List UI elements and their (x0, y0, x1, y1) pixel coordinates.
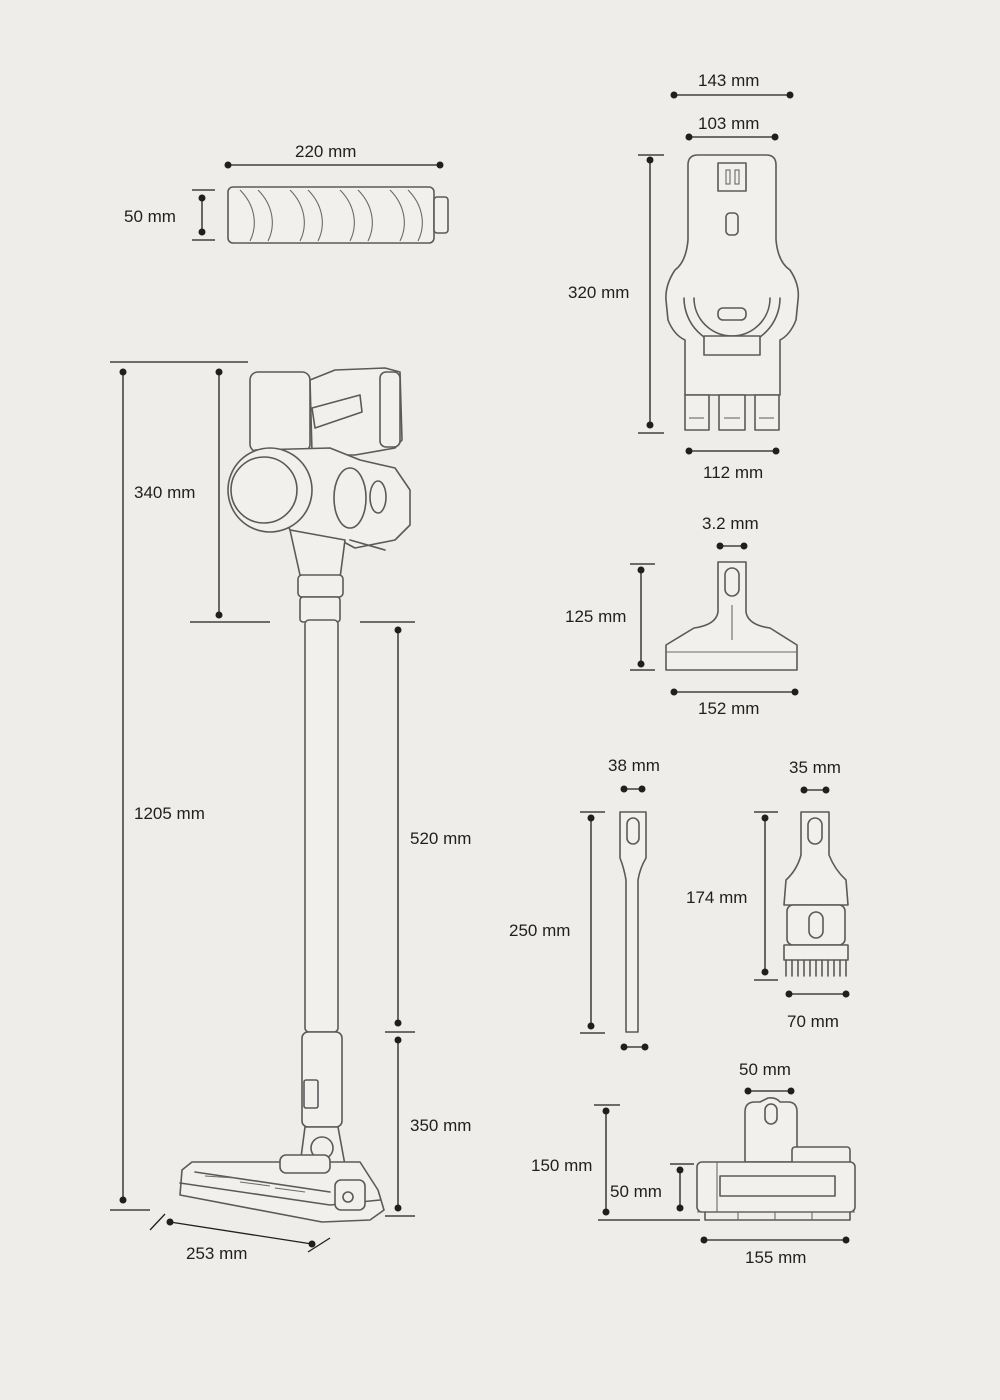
mini-head-height-label: 150 mm (531, 1156, 592, 1175)
wide-tool-width-label: 152 mm (698, 699, 759, 718)
vacuum-tube-length-dimension: 520 mm (360, 621, 471, 1033)
vacuum-lower-length-dimension: 350 mm (385, 1036, 471, 1217)
vacuum-total-height-label: 1205 mm (134, 804, 205, 823)
mount-inner-width-dimension: 103 mm (685, 114, 779, 141)
vacuum-head-width-label: 253 mm (186, 1244, 247, 1263)
wide-tool-slot-dimension: 3.2 mm (702, 514, 759, 550)
mini-head-top-dimension: 50 mm (739, 1060, 795, 1095)
stick-vacuum-drawing (179, 367, 411, 1223)
mount-outer-width-label: 143 mm (698, 71, 759, 90)
mount-base-width-label: 112 mm (703, 463, 763, 482)
roller-brush-drawing (227, 186, 449, 244)
dusting-brush-drawing (783, 811, 849, 977)
roller-diameter-label: 50 mm (124, 207, 176, 226)
mount-base-width-dimension: 112 mm (685, 447, 780, 482)
vacuum-tube-length-label: 520 mm (410, 829, 471, 848)
wide-tool-width-dimension: 152 mm (670, 688, 799, 718)
mini-head-width-dimension: 155 mm (700, 1236, 850, 1267)
mini-head-top-label: 50 mm (739, 1060, 791, 1079)
crevice-width-label: 38 mm (608, 756, 660, 775)
brush-height-label: 174 mm (686, 888, 747, 907)
roller-length-label: 220 mm (295, 142, 356, 161)
brush-width-dimension: 70 mm (785, 990, 850, 1031)
brush-top-dimension: 35 mm (789, 758, 841, 794)
crevice-height-dimension: 250 mm (509, 811, 605, 1034)
brush-height-dimension: 174 mm (686, 811, 778, 981)
wide-tool-slot-label: 3.2 mm (702, 514, 759, 533)
mini-head-body-dimension: 50 mm (610, 1163, 694, 1212)
crevice-width-dimension: 38 mm (608, 756, 660, 793)
mount-outer-width-dimension: 143 mm (670, 71, 794, 99)
mini-head-body-label: 50 mm (610, 1182, 662, 1201)
wide-tool-height-label: 125 mm (565, 607, 626, 626)
mini-head-width-label: 155 mm (745, 1248, 806, 1267)
vacuum-lower-length-label: 350 mm (410, 1116, 471, 1135)
mini-head-height-dimension: 150 mm (531, 1104, 700, 1221)
vacuum-body-height-label: 340 mm (134, 483, 195, 502)
crevice-height-label: 250 mm (509, 921, 570, 940)
roller-diameter-dimension: 50 mm (124, 189, 215, 241)
vacuum-body-height-dimension: 340 mm (134, 368, 270, 623)
crevice-tip-marker (620, 1043, 649, 1051)
crevice-tool-drawing (619, 811, 647, 1033)
wide-tool-height-dimension: 125 mm (565, 563, 655, 671)
roller-length-dimension: 220 mm (224, 142, 444, 169)
vacuum-total-height-dimension: 1205 mm (110, 361, 248, 1211)
wall-mount-drawing (665, 154, 800, 431)
brush-width-label: 70 mm (787, 1012, 839, 1031)
brush-top-label: 35 mm (789, 758, 841, 777)
mount-height-dimension: 320 mm (568, 154, 664, 434)
mount-inner-width-label: 103 mm (698, 114, 759, 133)
mini-head-drawing (696, 1097, 856, 1221)
wide-tool-drawing (665, 561, 798, 671)
vacuum-head-width-dimension: 253 mm (149, 1213, 331, 1263)
mount-height-label: 320 mm (568, 283, 629, 302)
